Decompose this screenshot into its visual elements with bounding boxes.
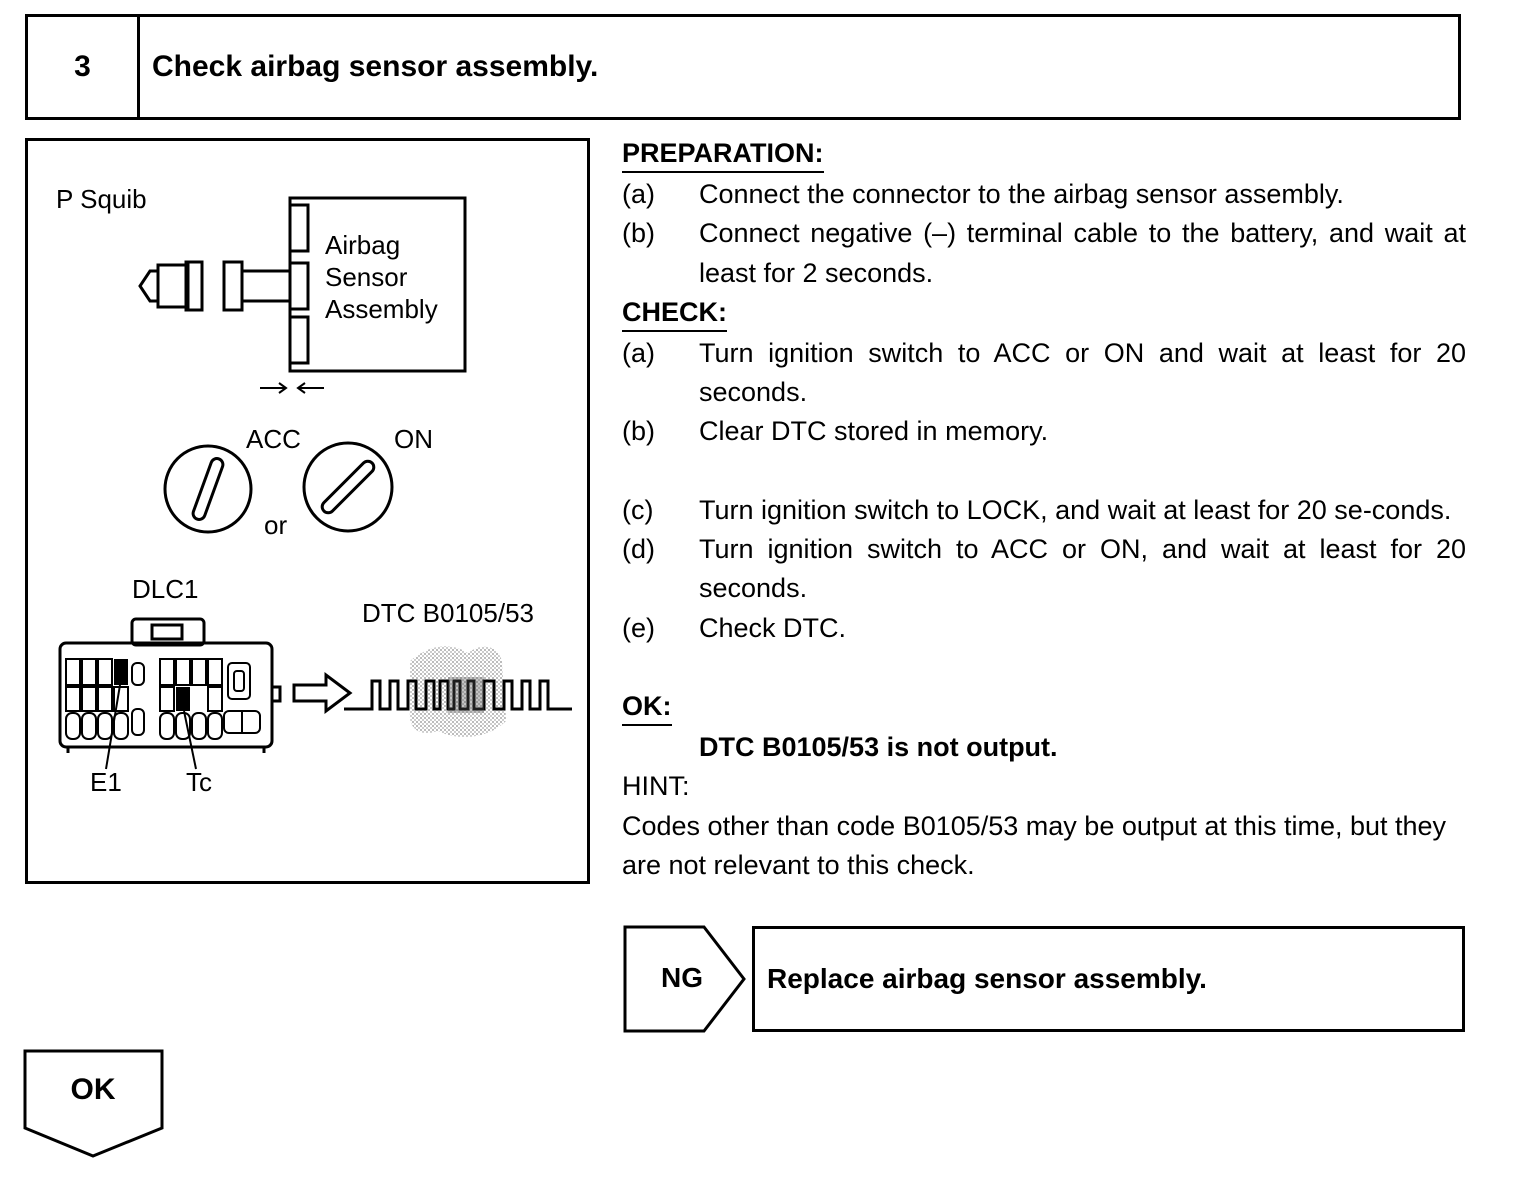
- ng-arrow-shape: [623, 925, 746, 1033]
- ignition-on-icon: [302, 441, 394, 533]
- check-step-a: (a) Turn ignition switch to ACC or ON an…: [622, 334, 1466, 413]
- dlc1-connector: [58, 617, 282, 753]
- step-letter: (b): [622, 416, 655, 447]
- procedure-text: PREPARATION: (a) Connect the connector t…: [622, 134, 1466, 885]
- step-number: 3: [28, 17, 140, 117]
- acc-label: ACC: [246, 424, 301, 454]
- step-text: Turn ignition switch to LOCK, and wait a…: [699, 494, 1452, 525]
- p-squib-label: P Squib: [56, 184, 147, 214]
- e1-label: E1: [90, 767, 122, 797]
- ok-result-text: DTC B0105/53 is not output.: [699, 731, 1058, 762]
- hint-text: Codes other than code B0105/53 may be ou…: [622, 810, 1447, 880]
- step-letter: (d): [622, 534, 655, 565]
- step-letter: (e): [622, 612, 655, 643]
- illustration-panel: P Squib Airbag Sensor Assembly: [25, 138, 590, 884]
- check-step-d: (d) Turn ignition switch to ACC or ON, a…: [622, 530, 1466, 609]
- dlc1-terminals: [65, 658, 261, 740]
- sensor-assembly-label: Airbag Sensor Assembly: [325, 230, 438, 324]
- wiring-illustration: P Squib Airbag Sensor Assembly: [56, 184, 572, 797]
- sensor-connector: [222, 260, 292, 312]
- ng-label: NG: [661, 962, 703, 993]
- check-heading: CHECK:: [622, 295, 727, 332]
- ok-heading: OK:: [622, 689, 672, 726]
- prep-step-b: (b) Connect negative (–) terminal cable …: [622, 214, 1466, 293]
- or-label: or: [264, 510, 287, 540]
- check-step-c: (c) Turn ignition switch to LOCK, and wa…: [622, 491, 1466, 530]
- ok-arrow-shape: [23, 1049, 164, 1158]
- terminal-leaders: [105, 684, 197, 770]
- step-title: Check airbag sensor assembly.: [152, 50, 599, 83]
- step-letter: (c): [622, 494, 654, 525]
- step-text: Connect negative (–) terminal cable to t…: [699, 218, 1466, 288]
- dtc-label: DTC B0105/53: [362, 598, 534, 628]
- step-letter: (a): [622, 179, 655, 209]
- airbag-sensor-assembly: [288, 196, 467, 373]
- on-label: ON: [394, 424, 433, 454]
- check-step-e: (e) Check DTC.: [622, 609, 1466, 648]
- dlc1-label: DLC1: [132, 574, 198, 604]
- tc-terminal: [176, 687, 190, 711]
- prep-step-a: (a) Connect the connector to the airbag …: [622, 175, 1466, 214]
- e1-terminal: [114, 659, 128, 685]
- connect-arrows-icon: [260, 382, 324, 394]
- hint-heading: HINT:: [622, 771, 690, 802]
- step-header: 3 Check airbag sensor assembly.: [25, 14, 1461, 120]
- step-text: Turn ignition switch to ACC or ON and wa…: [699, 337, 1466, 408]
- step-text: Check DTC.: [699, 612, 847, 643]
- ok-next-label: OK: [70, 1073, 116, 1106]
- step-text: Turn ignition switch to ACC or ON, and w…: [699, 534, 1466, 604]
- tc-label: Tc: [186, 767, 212, 797]
- step-text: Clear DTC stored in memory.: [699, 416, 1049, 447]
- step-letter: (a): [622, 337, 655, 368]
- ignition-acc-icon: [163, 444, 253, 534]
- hollow-arrow-icon: [292, 672, 353, 714]
- step-letter: (b): [622, 218, 655, 249]
- squib-connector: [138, 260, 204, 312]
- dtc-waveform: [344, 646, 572, 737]
- preparation-heading: PREPARATION:: [622, 136, 824, 173]
- step-text: Connect the connector to the airbag sens…: [699, 179, 1344, 209]
- check-step-b: (b) Clear DTC stored in memory.: [622, 412, 1466, 451]
- ng-action-text: Replace airbag sensor assembly.: [767, 963, 1207, 994]
- ng-action-box: Replace airbag sensor assembly.: [752, 926, 1465, 1032]
